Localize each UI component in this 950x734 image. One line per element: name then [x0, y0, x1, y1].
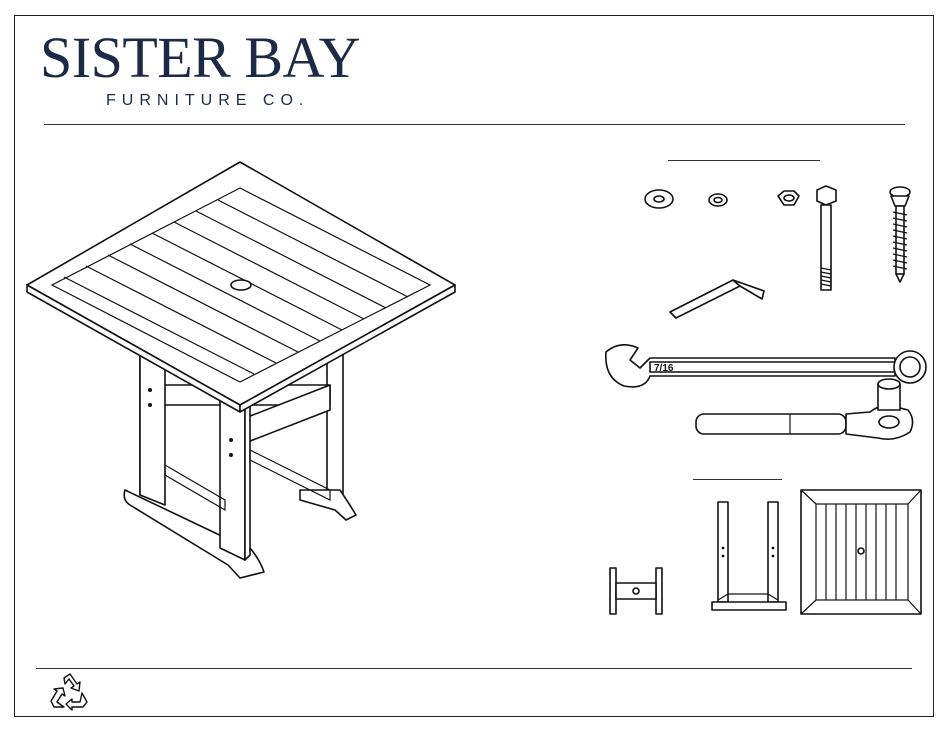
recycle-icon: [50, 672, 90, 710]
leg-assembly-part-icon: [712, 502, 786, 610]
tabletop-part-icon: [801, 490, 921, 614]
stretcher-part-icon: [610, 568, 662, 614]
